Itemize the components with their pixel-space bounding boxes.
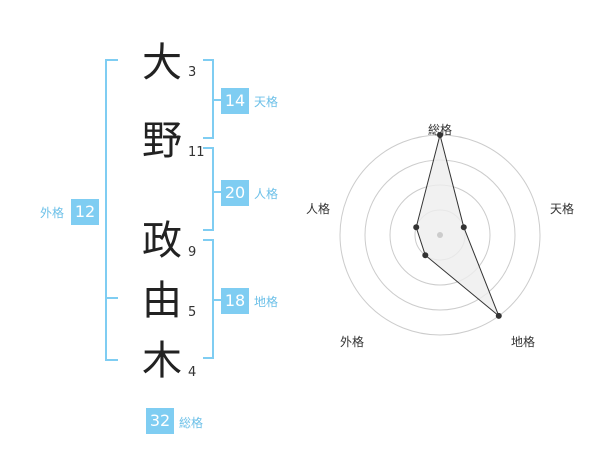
stroke-count-4: 5: [188, 305, 197, 320]
radar-point-1: [437, 132, 443, 138]
stroke-count-3: 9: [188, 245, 197, 260]
soukaku-badge: 32: [146, 408, 174, 434]
chikaku-badge: 18: [221, 288, 249, 314]
radar-points: [413, 132, 502, 319]
tenkaku-badge: 14: [221, 88, 249, 114]
name-char-2: 野: [142, 118, 182, 164]
stroke-count-2: 11: [188, 145, 205, 160]
name-char-1: 大: [142, 40, 182, 86]
bracket-tenkaku: [203, 59, 214, 139]
tenkaku-label: 天格: [254, 95, 279, 109]
bracket-chikaku: [203, 239, 214, 359]
radar-axis-label-chikaku: 地格: [511, 334, 535, 349]
radar-center-dot: [437, 232, 443, 238]
bracket-jinkaku: [203, 147, 214, 231]
soukaku-label: 総格: [179, 416, 204, 430]
jinkaku-badge: 20: [221, 180, 249, 206]
radar-chart: 総格 天格 地格 外格 人格: [306, 122, 574, 349]
radar-axis-label-soukaku: 総格: [428, 122, 452, 137]
radar-axis-label-gaikaku: 外格: [340, 334, 364, 349]
name-char-4: 由: [142, 278, 182, 324]
radar-axis-label-jinkaku: 人格: [306, 201, 330, 216]
radar-point-3: [495, 312, 502, 319]
gaikaku-label: 外格: [40, 206, 65, 220]
stroke-count-5: 4: [188, 365, 197, 380]
stroke-count-1: 3: [188, 65, 197, 80]
radar-area: [415, 134, 500, 317]
name-char-3: 政: [142, 218, 182, 264]
radar-point-4: [422, 252, 429, 259]
jinkaku-label: 人格: [254, 187, 279, 201]
chikaku-label: 地格: [254, 295, 279, 309]
radar-axis-label-tenkaku: 天格: [550, 201, 574, 216]
bracket-gaikaku: [105, 59, 118, 361]
gaikaku-badge: 12: [71, 199, 99, 225]
name-char-5: 木: [142, 338, 182, 384]
radar-point-2: [460, 224, 467, 231]
radar-point-5: [413, 224, 420, 231]
